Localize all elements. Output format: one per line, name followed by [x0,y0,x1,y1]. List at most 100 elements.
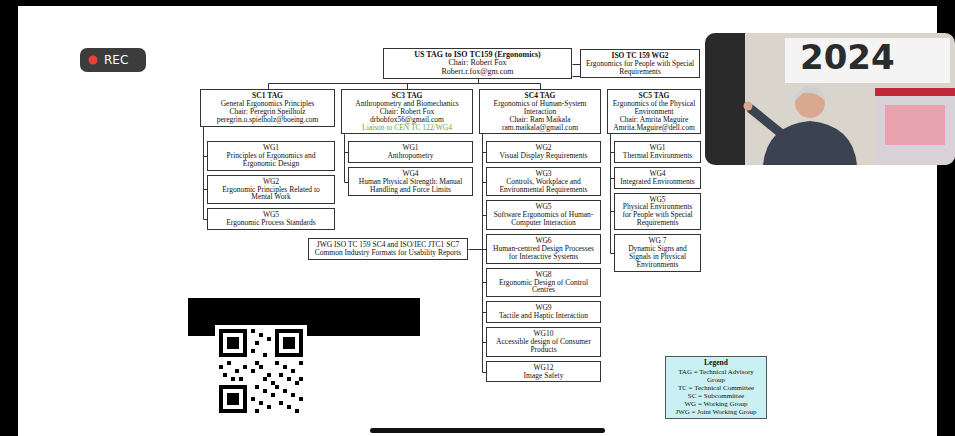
box-text: Chair: Ram Maikala [483,116,597,124]
org-box: WG1Thermal Environments [614,141,701,163]
box-text: Controls, Workplace and Environmental Re… [490,178,597,194]
org-box: US TAG to ISO TC159 (Ergonomics)Chair: R… [383,48,572,79]
box-heading: JWG ISO TC 159 SC4 and ISO/IEC JTC1 SC7 [312,241,464,249]
box-text: Image Safety [490,372,597,380]
box-text: Principles of Ergonomics and Ergonomic D… [211,152,331,168]
org-box: WG4Human Physical Strength: Manual Handl… [348,167,473,197]
box-heading: WG8 [490,271,597,279]
box-text: Physical Environments for People with Sp… [618,203,697,227]
org-box: WG8Ergonomic Design of Control Centres [486,268,601,298]
box-text: Ergonomic Process Standards [211,219,331,227]
legend-row: TC = Technical Committee [670,384,762,392]
box-text: Common Industry Formats for Usability Re… [312,249,464,257]
box-heading: SC1 TAG [204,92,331,100]
org-box: ISO TC 159 WG2Ergonomics for People with… [580,49,700,79]
box-text: Accessible design of Consumer Products [490,338,597,354]
legend-heading: Legend [670,359,762,368]
org-box: WG1Anthropometry [348,141,473,163]
org-box: WG5Software Ergonomics of Human-Computer… [486,200,601,230]
box-heading: WG2 [490,144,597,152]
org-box: WG1Principles of Ergonomics and Ergonomi… [207,141,335,171]
box-heading: US TAG to ISO TC159 (Ergonomics) [387,51,568,59]
box-text: Tactile and Haptic Interaction [490,312,597,320]
box-heading: WG12 [490,364,597,372]
org-box: WG6Human-centred Design Processes for In… [486,234,601,264]
box-heading: SC5 TAG [611,92,697,100]
box-heading: WG9 [490,304,597,312]
box-heading: WG6 [490,237,597,245]
box-heading: WG4 [618,170,697,178]
box-text: Ergonomics of Human-System Interaction [483,100,597,116]
home-indicator [370,428,605,433]
box-text: Chair: Robert Fox [345,108,469,116]
legend-row: JWG = Joint Working Group [670,408,762,416]
connector-line [479,80,541,90]
legend-text: TC = Technical Committee [678,384,754,392]
legend-text: TAG = Technical Advisory Group [678,368,754,384]
box-text: Integrated Environments [618,178,697,186]
box-text: peregrin.o.spielholz@boeing.com [204,116,331,124]
box-text: drbobfox56@gmail.com [345,116,469,124]
box-heading: ISO TC 159 WG2 [584,52,696,60]
box-heading: WG1 [352,144,469,152]
box-text: Human-centred Design Processes for Inter… [490,245,597,261]
box-text: Human Physical Strength: Manual Handling… [352,178,469,194]
connector-line [269,80,479,90]
box-heading: SC3 TAG [345,92,469,100]
box-text: Robert.r.fox@gm.com [387,68,568,76]
box-heading: WG5 [211,211,331,219]
org-box: WG2Ergonomic Principles Related to Menta… [207,175,335,205]
box-text: Liaison to CEN TC 122/WG4 [345,124,469,132]
org-box: WG10Accessible design of Consumer Produc… [486,327,601,357]
rec-label: REC [80,48,146,72]
legend-text: WG = Working Group [685,400,748,408]
org-box: SC5 TAGErgonomics of the Physical Enviro… [607,89,701,134]
box-text: Anthropometry [352,152,469,160]
box-heading: WG2 [211,178,331,186]
box-heading: WG1 [618,144,697,152]
box-heading: WG5 [618,196,697,204]
legend-row: TAG = Technical Advisory Group [670,368,762,384]
box-text: Software Ergonomics of Human-Computer In… [490,211,597,227]
box-heading: WG4 [352,170,469,178]
box-text: Dynamic Signs and Signals in Physical En… [618,245,697,269]
org-box: JWG ISO TC 159 SC4 and ISO/IEC JTC1 SC7C… [308,238,468,260]
org-box: WG3Controls, Workplace and Environmental… [486,167,601,197]
rec-dot [89,56,98,65]
org-box: WG2Visual Display Requirements [486,141,601,163]
org-box: WG9Tactile and Haptic Interaction [486,301,601,323]
box-heading: WG1 [211,144,331,152]
box-text: Visual Display Requirements [490,152,597,160]
box-text: General Ergonomics Principles [204,100,331,108]
org-box: WG12Image Safety [486,361,601,383]
box-heading: WG 7 [618,237,697,245]
box-text: Thermal Environments [618,152,697,160]
legend-row: WG = Working Group [670,400,762,408]
box-text: Chair: Amrita Maguire [611,116,697,124]
box-text: Chair: Robert Fox [387,59,568,67]
box-text: Chair: Peregrin Speilholz [204,108,331,116]
org-box: WG 7Dynamic Signs and Signals in Physica… [614,234,701,272]
org-box: SC3 TAGAnthropometry and BiomechanicsCha… [341,89,473,134]
org-box: WG4Integrated Environments [614,167,701,189]
qr-code [188,298,420,417]
org-box: WG5Physical Environments for People with… [614,193,701,231]
rec-badge [80,48,146,72]
box-heading: WG5 [490,203,597,211]
top-bar [0,0,955,6]
org-box: SC1 TAGGeneral Ergonomics PrinciplesChai… [200,89,335,127]
box-text: Ergonomics for People with Special Requi… [584,60,696,76]
org-box: SC4 TAGErgonomics of Human-System Intera… [479,89,601,134]
box-text: ram.maikala@gmail.com [483,124,597,132]
box-heading: SC4 TAG [483,92,597,100]
video-inset [705,33,955,165]
box-text: Ergonomics of the Physical Environment [611,100,697,116]
box-heading: WG3 [490,170,597,178]
legend-text: SC = Subcommittee [688,392,744,400]
org-box: WG5Ergonomic Process Standards [207,208,335,230]
box-text: Ergonomic Principles Related to Mental W… [211,186,331,202]
left-bar [0,0,18,436]
legend-text: JWG = Joint Working Group [675,408,756,416]
legend-box: LegendTAG = Technical Advisory GroupTC =… [665,356,767,419]
